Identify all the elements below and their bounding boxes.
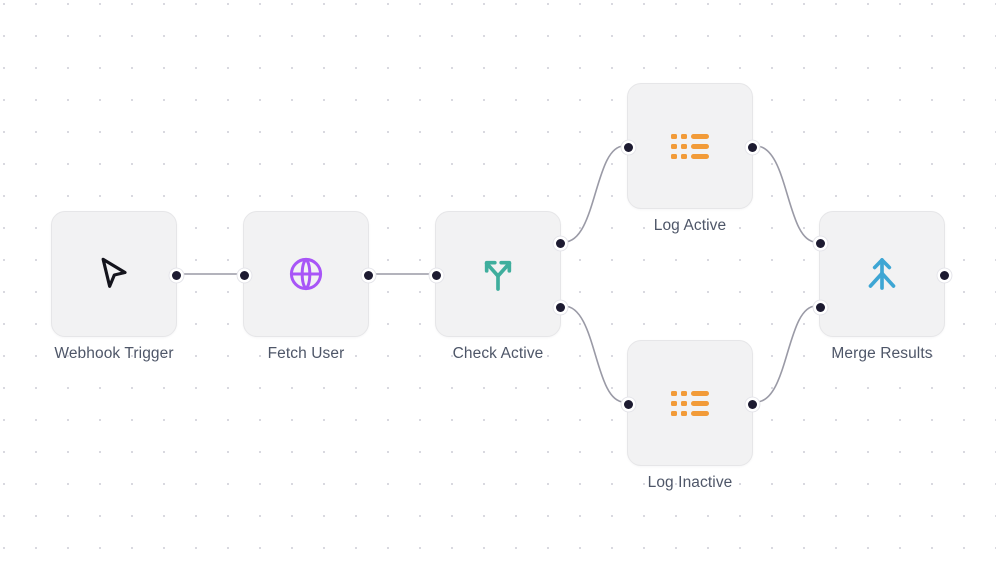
merge-arrow-icon [860, 252, 904, 296]
list-row [671, 390, 709, 396]
edge-check-active-to-log-inactive [563, 305, 625, 403]
node-webhook-trigger[interactable]: Webhook Trigger [51, 211, 181, 362]
port-in-check-active[interactable] [431, 270, 441, 280]
list-square [681, 153, 687, 159]
port-in-log-inactive[interactable] [623, 399, 633, 409]
list-row [671, 143, 709, 149]
node-merge-results[interactable]: Merge Results [815, 211, 949, 362]
list-bar [691, 390, 709, 396]
list-bar [691, 400, 709, 406]
list-square [681, 390, 687, 396]
branch-split-icon [476, 252, 520, 296]
port-out-check-active-true[interactable] [555, 238, 565, 248]
node-log-active[interactable]: Log Active [623, 83, 757, 234]
edge-log-active-to-merge-results [755, 145, 817, 243]
node-label-log-active: Log Active [653, 217, 727, 234]
port-out-merge-results[interactable] [939, 270, 949, 280]
port-in-fetch-user[interactable] [239, 270, 249, 280]
port-out-webhook-trigger[interactable] [171, 270, 181, 280]
list-square [681, 143, 687, 149]
list-square [671, 400, 677, 406]
list-square [671, 133, 677, 139]
node-label-check-active: Check Active [452, 345, 544, 362]
node-label-webhook-trigger: Webhook Trigger [54, 345, 174, 362]
list-bar [691, 133, 709, 139]
port-out-log-inactive[interactable] [747, 399, 757, 409]
port-in-merge-results-b[interactable] [815, 302, 825, 312]
list-square [681, 400, 687, 406]
port-out-fetch-user[interactable] [363, 270, 373, 280]
node-log-inactive[interactable]: Log Inactive [623, 340, 757, 491]
list-bar [691, 143, 709, 149]
port-out-log-active[interactable] [747, 142, 757, 152]
list-row [671, 133, 709, 139]
port-in-log-active[interactable] [623, 142, 633, 152]
list-square [671, 410, 677, 416]
edge-check-active-to-log-active [563, 145, 625, 243]
node-check-active[interactable]: Check Active [431, 211, 565, 362]
list-row [671, 400, 709, 406]
node-fetch-user[interactable]: Fetch User [239, 211, 373, 362]
cursor-pointer-icon [92, 252, 136, 296]
list-square [681, 133, 687, 139]
list-row [671, 410, 709, 416]
port-out-check-active-false[interactable] [555, 302, 565, 312]
list-icon [668, 124, 712, 168]
list-square [671, 143, 677, 149]
list-icon [668, 381, 712, 425]
node-label-fetch-user: Fetch User [267, 345, 345, 362]
list-square [671, 390, 677, 396]
node-label-merge-results: Merge Results [831, 345, 933, 362]
list-square [681, 410, 687, 416]
globe-icon [284, 252, 328, 296]
edge-log-inactive-to-merge-results [755, 305, 817, 403]
list-bar [691, 153, 709, 159]
list-square [671, 153, 677, 159]
list-bar [691, 410, 709, 416]
list-row [671, 153, 709, 159]
node-label-log-inactive: Log Inactive [647, 474, 733, 491]
port-in-merge-results-a[interactable] [815, 238, 825, 248]
